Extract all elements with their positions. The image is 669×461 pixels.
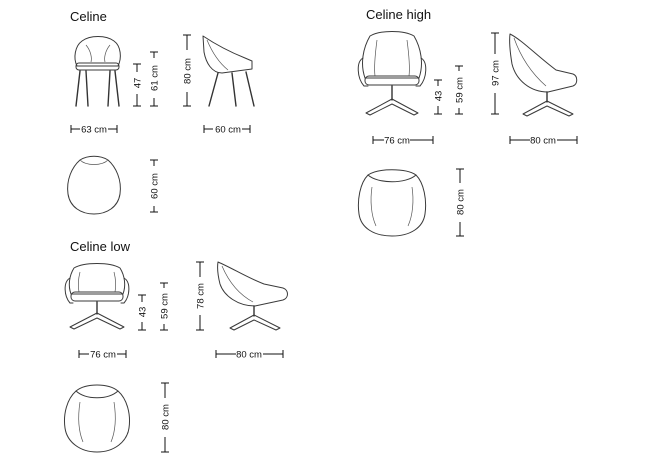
dim-label: 80 cm — [530, 136, 556, 147]
dim-label: 60 cm — [150, 173, 161, 199]
dim-label: 59 cm — [455, 77, 466, 103]
dim-label: 76 cm — [90, 350, 116, 361]
celine-side-view — [202, 35, 255, 107]
section-celine-high: Celine high — [357, 7, 578, 237]
dim-celine-low-top-depth: 80 cm — [215, 350, 284, 361]
dim-label: 80 cm — [183, 58, 194, 84]
celine-front-view — [74, 36, 121, 107]
dim-label: 97 cm — [491, 60, 502, 86]
dim-celine-high-width: 76 cm — [372, 136, 434, 147]
dim-celine-low-arm-height: 59 cm — [160, 282, 171, 331]
dim-celine-depth: 60 cm — [150, 159, 161, 213]
dim-celine-arm-height: 61 cm — [150, 51, 161, 107]
dim-celine-high-depth: 80 cm — [456, 168, 467, 237]
celine-top-view — [67, 155, 121, 215]
celine-low-top-view — [64, 384, 130, 453]
dim-label: 43 — [434, 91, 445, 102]
celine-high-front-view — [357, 31, 427, 116]
dim-celine-low-seat-height: 43 — [138, 294, 149, 331]
dim-label: 59 cm — [160, 293, 171, 319]
celine-low-front-view — [64, 263, 130, 330]
dim-celine-high-top-depth: 80 cm — [509, 136, 578, 147]
dim-celine-high-seat-height: 43 — [434, 79, 445, 115]
dim-label: 80 cm — [161, 404, 172, 430]
section-title: Celine — [70, 9, 107, 24]
section-title: Celine low — [70, 239, 131, 254]
dim-label: 63 cm — [81, 125, 107, 136]
dim-label: 76 cm — [384, 136, 410, 147]
dim-label: 43 — [138, 307, 149, 318]
dim-label: 80 cm — [456, 189, 467, 215]
section-celine-low: Celine low — [64, 239, 288, 453]
dim-label: 80 cm — [236, 350, 262, 361]
dim-celine-low-height: 78 cm — [196, 261, 207, 331]
dim-celine-high-arm-height: 59 cm — [455, 65, 466, 115]
dim-celine-height: 80 cm — [183, 34, 194, 107]
dim-celine-low-depth: 80 cm — [161, 382, 172, 453]
dim-celine-seat-height: 47 — [133, 63, 144, 107]
dim-label: 60 cm — [215, 125, 241, 136]
celine-low-side-view — [217, 261, 288, 331]
celine-high-top-view — [357, 169, 427, 237]
dim-celine-width: 63 cm — [70, 125, 118, 136]
section-title: Celine high — [366, 7, 431, 22]
dim-label: 47 — [133, 78, 144, 89]
celine-high-side-view — [509, 33, 578, 117]
section-celine: Celine — [67, 9, 255, 215]
dim-celine-top-depth: 60 cm — [203, 125, 251, 136]
dim-label: 61 cm — [150, 65, 161, 91]
dim-celine-low-width: 76 cm — [78, 350, 127, 361]
dim-label: 78 cm — [196, 283, 207, 309]
dim-celine-high-height: 97 cm — [491, 32, 502, 115]
